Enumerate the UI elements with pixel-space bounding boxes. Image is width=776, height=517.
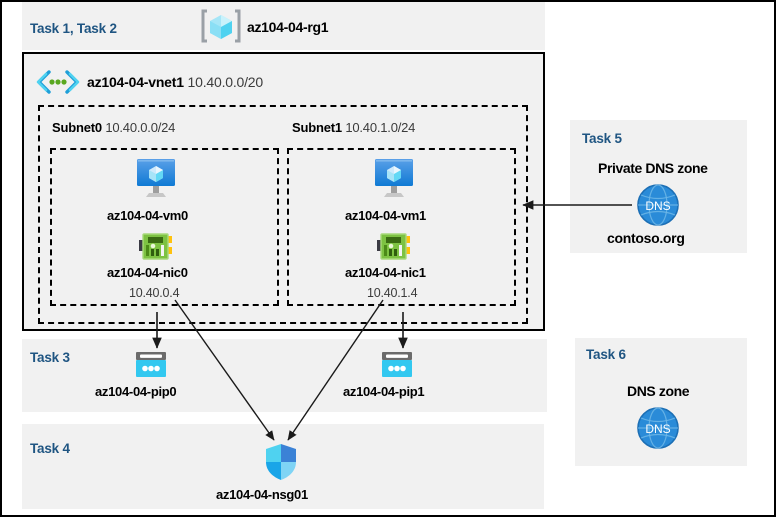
subnet1-cidr: 10.40.1.0/24 bbox=[345, 120, 416, 135]
network-security-group-icon bbox=[264, 443, 298, 481]
private-dns-heading: Private DNS zone bbox=[598, 160, 708, 176]
resource-group-name: az104-04-rg1 bbox=[247, 19, 329, 35]
subnet0-boundary bbox=[50, 148, 279, 306]
pip1-name: az104-04-pip1 bbox=[343, 384, 425, 399]
vnet-title: az104-04-vnet1 10.40.0.0/20 bbox=[87, 74, 263, 90]
nic1-name: az104-04-nic1 bbox=[345, 265, 426, 280]
vm0-name: az104-04-vm0 bbox=[107, 208, 188, 223]
public-ip-panel bbox=[22, 339, 547, 412]
subnet0-name: Subnet0 bbox=[52, 120, 102, 135]
subnet0-title: Subnet0 10.40.0.0/24 bbox=[52, 120, 175, 135]
dns-zone-icon: DNS bbox=[636, 183, 680, 227]
subnet1-name: Subnet1 bbox=[292, 120, 342, 135]
network-interface-icon bbox=[139, 232, 173, 262]
subnet1-title: Subnet1 10.40.1.0/24 bbox=[292, 120, 415, 135]
resource-group-icon bbox=[200, 8, 242, 44]
svg-text:DNS: DNS bbox=[645, 199, 670, 213]
dns-zone-icon: DNS bbox=[636, 406, 680, 450]
nsg-name: az104-04-nsg01 bbox=[216, 487, 308, 502]
public-ip-address-icon bbox=[380, 350, 414, 380]
private-dns-zone-name: contoso.org bbox=[607, 230, 685, 246]
vm1-name: az104-04-vm1 bbox=[345, 208, 426, 223]
public-dns-heading: DNS zone bbox=[627, 383, 690, 399]
task-label-5: Task 5 bbox=[582, 131, 622, 146]
subnets-container bbox=[38, 105, 528, 324]
subnet0-cidr: 10.40.0.0/24 bbox=[105, 120, 176, 135]
nic0-name: az104-04-nic0 bbox=[107, 265, 188, 280]
vnet-cidr: 10.40.0.0/20 bbox=[187, 74, 264, 90]
virtual-network-panel bbox=[22, 52, 545, 331]
svg-text:DNS: DNS bbox=[645, 422, 670, 436]
public-ip-address-icon bbox=[134, 350, 168, 380]
subnet1-boundary bbox=[287, 148, 516, 306]
network-interface-icon bbox=[377, 232, 411, 262]
resource-group-header-panel bbox=[22, 2, 545, 50]
virtual-machine-icon bbox=[133, 157, 179, 201]
nic0-ip: 10.40.0.4 bbox=[129, 286, 180, 300]
task-label-6: Task 6 bbox=[586, 347, 626, 362]
vnet-name: az104-04-vnet1 bbox=[87, 74, 184, 90]
task-label-4: Task 4 bbox=[30, 441, 70, 456]
virtual-network-icon bbox=[36, 70, 80, 94]
nic1-ip: 10.40.1.4 bbox=[367, 286, 418, 300]
task-label-1-2: Task 1, Task 2 bbox=[30, 21, 117, 36]
task-label-3: Task 3 bbox=[30, 350, 70, 365]
pip0-name: az104-04-pip0 bbox=[95, 384, 177, 399]
virtual-machine-icon bbox=[371, 157, 417, 201]
